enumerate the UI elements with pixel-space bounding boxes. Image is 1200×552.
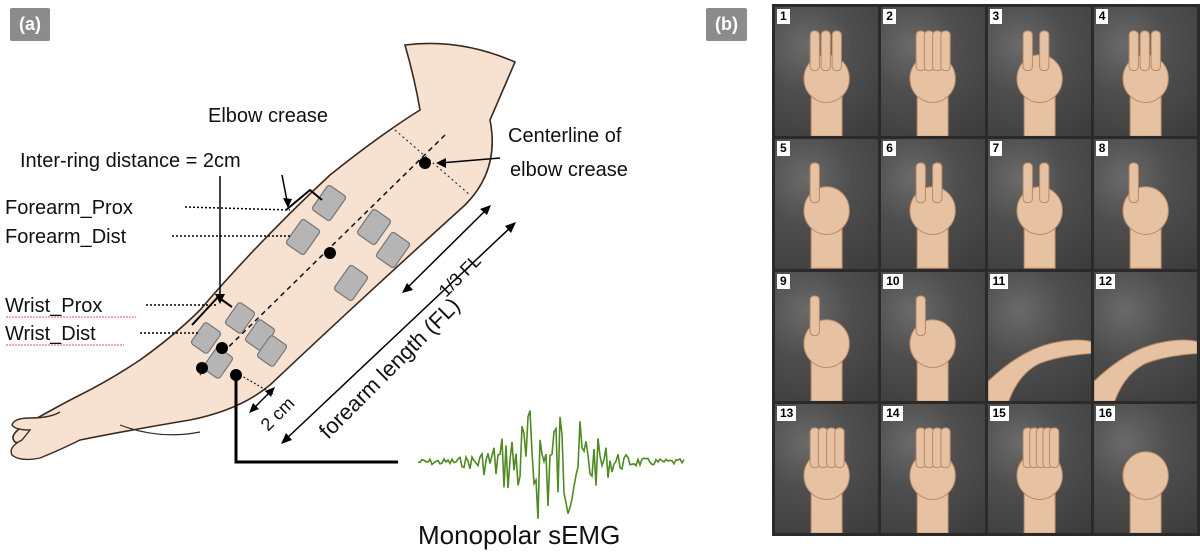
gesture-number: 16 [1095,405,1116,421]
gesture-photo: 10 [881,271,985,401]
hand-icon [803,427,850,533]
semg-waveform [417,410,685,519]
gesture-photo: 2 [881,7,985,137]
label-elbow-crease: Elbow crease [208,105,328,127]
gesture-number: 3 [989,9,1003,24]
gesture-number: 8 [1095,141,1109,157]
label-one-third-fl: 1/3 FL [435,251,485,301]
gesture-number: 13 [777,405,797,421]
hand-icon [1122,30,1169,137]
gesture-number: 15 [989,405,1009,421]
arm-shape [12,42,517,447]
gesture-photo: 3 [987,7,1091,137]
gesture-number: 5 [777,141,790,157]
hand-icon [1015,30,1063,137]
hand-icon [909,30,957,137]
hand-icon [987,339,1091,401]
label-wrist-prox: Wrist_Prox [5,295,102,317]
gesture-photo: 14 [881,403,985,533]
gesture-number: 14 [883,405,903,421]
panel-a-tag: (a) [10,8,50,41]
label-centerline-2: elbow crease [510,159,628,181]
label-wrist-dist: Wrist_Dist [5,323,96,345]
hand-icon [1122,450,1169,533]
hand-icon [1122,162,1169,269]
gesture-photo: 1 [775,7,879,137]
gesture-photo: 7 [987,139,1091,269]
label-monopolar-semg: Monopolar sEMG [418,520,620,550]
hand-icon [909,427,957,533]
semg-signal [417,410,685,519]
forearm-diagram: Elbow crease Inter-ring distance = 2cm F… [5,42,685,550]
electrode-array [190,184,411,379]
label-centerline-1: Centerline of [508,125,622,147]
gesture-number: 9 [777,273,790,289]
gesture-number: 7 [989,141,1003,157]
gesture-number: 11 [989,273,1009,289]
gesture-photo: 15 [987,403,1091,533]
centerline-dot [419,157,431,169]
hand-icon [1015,162,1063,269]
hand-icon [909,294,957,401]
hand-shape [10,411,81,461]
centerline [199,134,446,376]
label-forearm-prox: Forearm_Prox [5,197,133,219]
hand-icon [803,30,850,137]
gesture-number: 12 [1095,273,1116,289]
label-forearm-dist: Forearm_Dist [5,226,127,248]
gesture-photo: 8 [1093,139,1197,269]
gesture-photo: 6 [881,139,985,269]
hand-icon [803,162,850,269]
hand-icon [803,294,850,401]
gesture-photo: 9 [775,271,879,401]
gesture-number: 4 [1095,9,1109,24]
hand-icon [909,162,957,269]
gesture-photo: 5 [775,139,879,269]
gesture-photo: 12 [1093,271,1197,401]
panel-b-tag: (b) [706,8,747,41]
gesture-number: 10 [883,273,903,289]
gesture-photo: 4 [1093,7,1197,137]
gesture-number: 6 [883,141,896,157]
gesture-photo: 11 [987,271,1091,401]
gesture-number: 1 [777,9,790,24]
hand-icon [1093,339,1197,401]
gesture-photo: 13 [775,403,879,533]
hand-icon [1015,427,1063,533]
label-inter-ring: Inter-ring distance = 2cm [20,150,241,172]
gesture-photo: 16 [1093,403,1197,533]
gesture-number: 2 [883,9,896,24]
